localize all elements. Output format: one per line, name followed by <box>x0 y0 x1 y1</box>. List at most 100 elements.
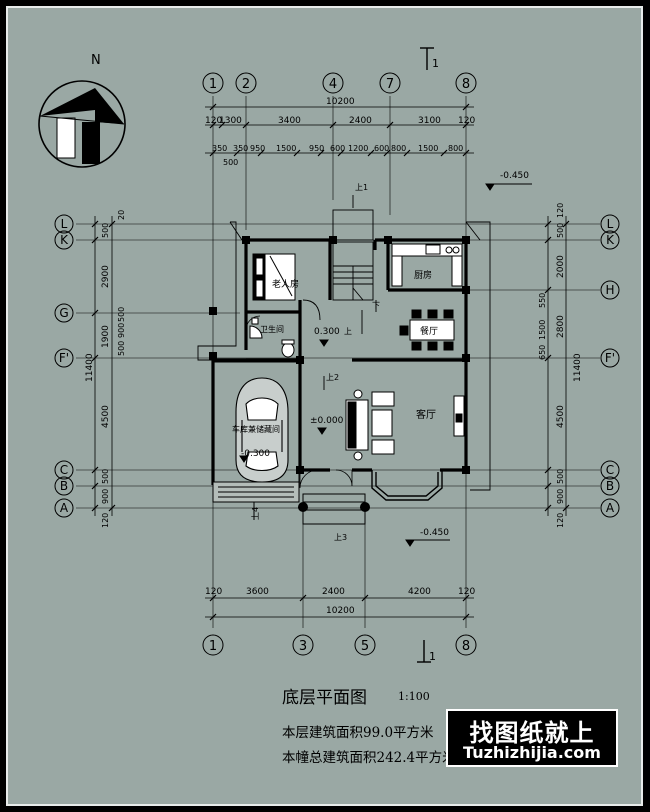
axis-bubbles-left <box>54 214 74 518</box>
total-area-note: 本幢总建筑面积242.4平方米 <box>282 750 456 766</box>
watermark-logo[interactable]: 找图纸就上 Tuzhizhijia.com <box>446 709 618 767</box>
room-living: 客厅 <box>416 408 436 421</box>
stair-up1: 上1 <box>355 183 368 192</box>
dim-top2-7: 1200 <box>348 144 368 153</box>
axis-right-7: A <box>606 501 615 515</box>
dim-top2-6: 600 <box>330 144 345 153</box>
room-elder: 老人房 <box>272 278 299 290</box>
stair-up4: 上4 <box>251 507 260 520</box>
doors <box>245 315 353 489</box>
axis-left-6: B <box>60 479 68 493</box>
eave-outline <box>197 221 491 491</box>
dim-bot-5: 120 <box>458 587 475 597</box>
dim-left-10: 120 <box>101 513 110 528</box>
dim-top2-extra: 500 <box>223 158 238 167</box>
drawing-title: 底层平面图 <box>282 688 367 708</box>
level-1: -0.450 <box>500 171 529 181</box>
section-marker-bottom <box>417 640 431 663</box>
dim-left-2: 2900 <box>101 265 111 288</box>
axis-bot-1: 1 <box>209 639 217 654</box>
dim-top-1: 120 <box>205 116 222 126</box>
dim-bot-2: 3600 <box>246 587 269 597</box>
level-4: -0.300 <box>241 449 270 459</box>
axis-top-3: 4 <box>329 77 337 92</box>
drawing-scale: 1:100 <box>398 690 430 703</box>
axis-right-2: K <box>606 233 615 247</box>
dining-table-icon <box>399 309 455 351</box>
axis-top-4: 7 <box>386 77 394 92</box>
dim-top2-3: 950 <box>250 144 265 153</box>
bay-window <box>371 470 443 501</box>
dim-left-5: 900 <box>117 323 126 338</box>
dim-right-10: 900 <box>556 489 565 504</box>
north-label: N <box>91 53 101 68</box>
bed-icon <box>252 253 296 301</box>
axis-right-6: B <box>606 479 614 493</box>
watermark-en: Tuzhizhijia.com <box>463 743 601 762</box>
dim-left-8: 500 <box>101 469 110 484</box>
axis-bubbles-bottom <box>202 634 477 656</box>
dim-top-2: 1300 <box>219 116 242 126</box>
wc-fixtures <box>249 317 295 358</box>
dim-right-3: 2000 <box>556 255 566 278</box>
dim-left-4: 500 <box>117 341 126 356</box>
axis-right-4: F' <box>605 351 615 365</box>
sofa-set-icon <box>345 389 465 461</box>
room-wc: 卫生间 <box>260 324 284 334</box>
axis-left-2: K <box>60 233 69 247</box>
dim-top-4: 2400 <box>349 116 372 126</box>
section-marker-top <box>420 47 434 70</box>
dim-right-1: 120 <box>556 203 565 218</box>
car-icon <box>235 377 289 483</box>
axis-left-1: L <box>61 217 68 231</box>
section-label-top: 1 <box>432 57 439 70</box>
north-arrow-icon: N <box>38 53 126 168</box>
room-garage: 车库兼储藏间 <box>232 424 280 434</box>
dim-top2-11: 800 <box>448 144 463 153</box>
dim-left-3: 1900 <box>101 325 111 348</box>
dimension-lines <box>94 106 567 618</box>
dim-top2-10: 1500 <box>418 144 438 153</box>
axis-bubbles-right <box>600 214 620 518</box>
dimension-ticks <box>91 103 570 621</box>
level-3: ±0.000 <box>310 416 344 426</box>
dim-left-6: 500 <box>117 307 126 322</box>
dim-top2-2: 350 <box>233 144 248 153</box>
axis-bot-3: 5 <box>361 639 369 654</box>
dim-top-3: 3400 <box>278 116 301 126</box>
dim-right-8: 4500 <box>556 405 566 428</box>
axis-bot-2: 3 <box>299 639 307 654</box>
axis-left-7: A <box>60 501 69 515</box>
dim-right-total: 11400 <box>573 353 583 382</box>
dim-right-2: 500 <box>556 223 565 238</box>
dim-left-total: 11400 <box>85 353 95 382</box>
axis-left-3: G <box>59 306 68 320</box>
watermark-cn: 找图纸就上 <box>469 719 595 747</box>
axis-right-3: H <box>605 283 614 297</box>
dim-right-9: 500 <box>556 469 565 484</box>
level-5: -0.450 <box>420 528 449 538</box>
room-kitchen: 厨房 <box>414 269 432 281</box>
dim-top-total: 10200 <box>326 97 355 107</box>
dim-top2-4: 1500 <box>276 144 296 153</box>
kitchen-fixtures <box>391 243 463 287</box>
dim-top2-8: 600 <box>374 144 389 153</box>
axis-left-5: C <box>60 463 68 477</box>
entry-steps <box>302 493 366 525</box>
axis-bubbles-top <box>202 72 477 94</box>
dim-top2-9: 800 <box>391 144 406 153</box>
room-dining: 餐厅 <box>420 325 438 337</box>
dim-top2-1: 350 <box>212 144 227 153</box>
axis-top-1: 1 <box>209 77 217 92</box>
dim-right-4: 550 <box>538 293 547 308</box>
axis-top-5: 8 <box>462 77 470 92</box>
dim-top-5: 3100 <box>418 116 441 126</box>
dim-bot-4: 4200 <box>408 587 431 597</box>
dim-left-7: 4500 <box>101 405 111 428</box>
dim-bot-3: 2400 <box>322 587 345 597</box>
dim-right-6: 2800 <box>556 315 566 338</box>
section-label-bottom: 1 <box>429 650 436 663</box>
dim-left-9: 900 <box>101 489 110 504</box>
dim-top2-5: 950 <box>309 144 324 153</box>
